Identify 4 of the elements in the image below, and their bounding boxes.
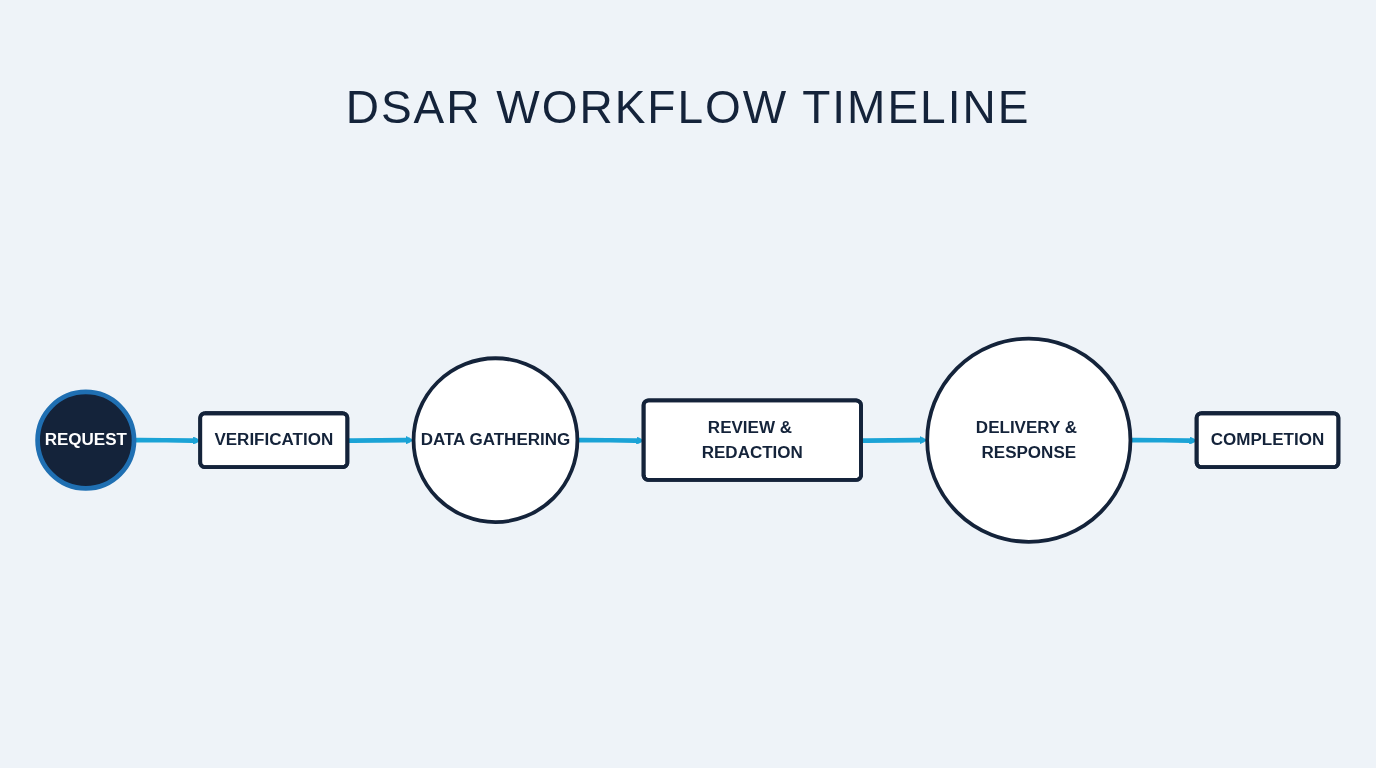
node-circle: DELIVERY & RESPONSE (925, 336, 1133, 544)
title: DSAR WORKFLOW TIMELINE (344, 80, 1032, 134)
node-circle: DATA GATHERING (411, 356, 580, 524)
node-circle: REQUEST (35, 389, 137, 491)
